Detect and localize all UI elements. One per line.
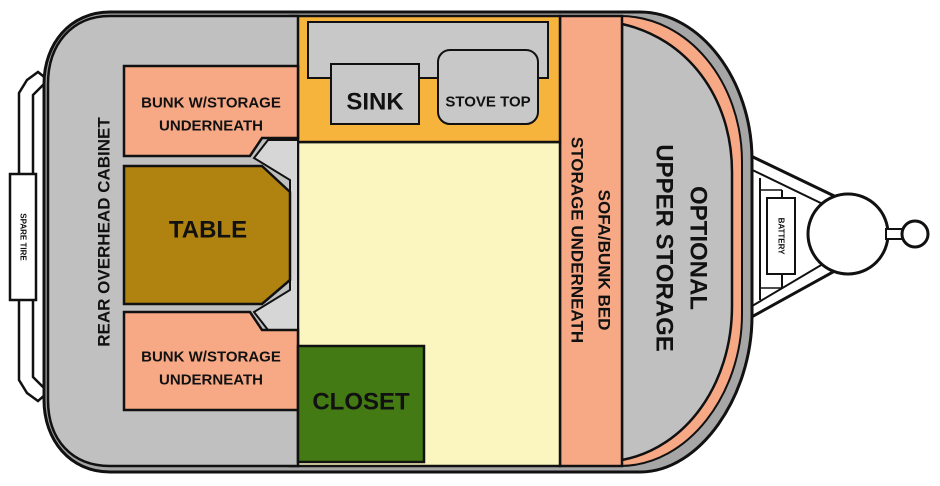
sofa-bunk-bed: SOFA/BUNK BED STORAGE UNDERNEATH bbox=[558, 14, 624, 468]
bunk-bottom-line2: UNDERNEATH bbox=[159, 372, 263, 389]
spare-tire-label: SPARE TIRE bbox=[19, 213, 28, 261]
upper-storage-line1: OPTIONAL bbox=[685, 186, 712, 310]
upper-storage-line2: UPPER STORAGE bbox=[651, 144, 678, 352]
table-label: TABLE bbox=[169, 217, 247, 244]
sink: SINK bbox=[330, 63, 420, 125]
sink-label: SINK bbox=[346, 89, 404, 116]
stove-top-label: STOVE TOP bbox=[445, 94, 530, 111]
bunk-top: BUNK W/STORAGE UNDERNEATH bbox=[122, 64, 300, 158]
closet: CLOSET bbox=[296, 344, 426, 464]
spare-tire: SPARE TIRE bbox=[8, 172, 38, 302]
optional-upper-storage bbox=[620, 22, 734, 462]
sofa-label-line1: SOFA/BUNK BED bbox=[595, 190, 614, 331]
rear-cabinet-label: REAR OVERHEAD CABINET bbox=[95, 117, 114, 347]
battery-box: BATTERY bbox=[766, 197, 796, 275]
closet-label: CLOSET bbox=[312, 389, 410, 416]
bunk-top-line2: UNDERNEATH bbox=[159, 118, 263, 135]
bunk-top-line1: BUNK W/STORAGE bbox=[141, 95, 281, 112]
table: TABLE bbox=[122, 164, 292, 306]
hitch-ball bbox=[806, 192, 930, 276]
stove-top: STOVE TOP bbox=[437, 49, 539, 125]
bunk-bottom-line1: BUNK W/STORAGE bbox=[141, 349, 281, 366]
battery-label: BATTERY bbox=[777, 218, 786, 256]
sofa-label-line2: STORAGE UNDERNEATH bbox=[568, 137, 587, 343]
bunk-bottom: BUNK W/STORAGE UNDERNEATH bbox=[122, 310, 300, 412]
